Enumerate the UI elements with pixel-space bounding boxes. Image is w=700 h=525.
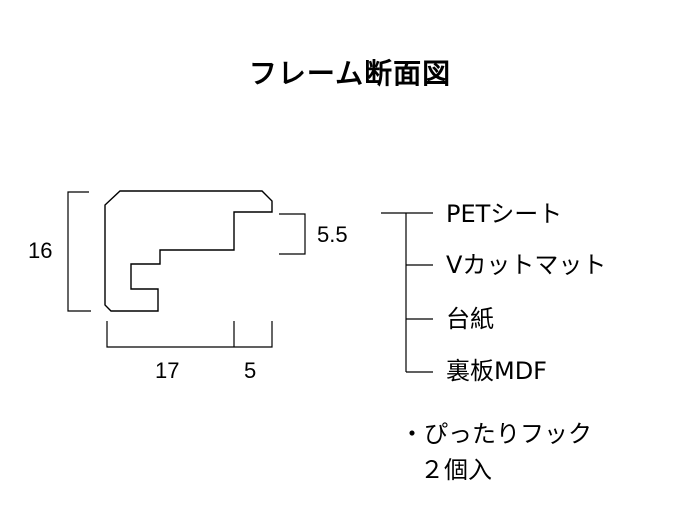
lip-height-dimension-label: 5.5 [317,222,348,247]
layer-label-pet-sheet: PETシート [446,200,563,228]
height-dimension-bracket [67,191,91,312]
width-dimension-bracket [106,321,273,348]
layer-label-back-board-mdf: 裏板MDF [446,357,547,385]
layer-label-mount-board: 台紙 [446,305,494,333]
accessory-note-line1: ・ぴったりフック [400,420,592,448]
width-dimension-label: 17 [155,358,180,383]
accessory-note-line2: ２個入 [420,456,492,484]
lip-height-bracket [279,213,306,255]
page-title: フレーム断面図 [248,57,452,90]
lip-width-dimension-label: 5 [244,358,257,383]
height-dimension-label: 16 [28,238,53,263]
frame-profile [104,190,273,312]
layer-label-v-cut-mat: Vカットマット [446,251,607,279]
